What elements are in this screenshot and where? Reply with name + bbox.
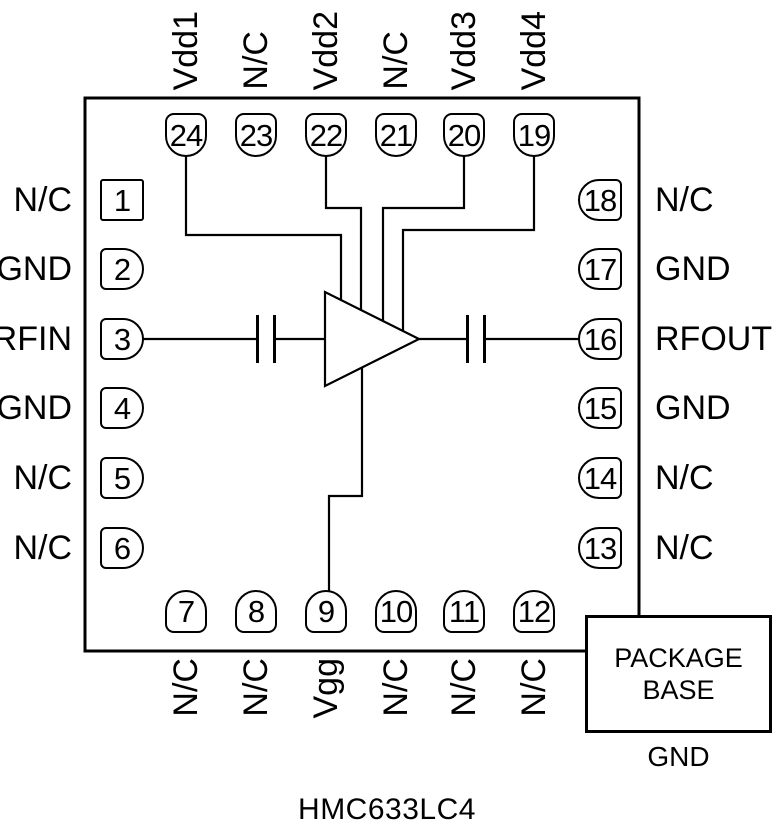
pin-8: 8: [235, 590, 277, 633]
package-base-box: PACKAGE BASE: [585, 615, 772, 733]
package-base-label-line2: BASE: [642, 675, 715, 705]
pin-18-label: N/C: [655, 181, 714, 219]
pin-15-label: GND: [655, 389, 731, 427]
pin-6-number: 6: [113, 530, 131, 566]
pin-14-label: N/C: [655, 459, 714, 497]
vdd2-wire: [324, 156, 363, 318]
pin-24: 24: [165, 113, 207, 157]
pin-19-label: Vdd4: [515, 10, 553, 90]
amplifier-icon: [323, 290, 422, 388]
pin-3: 3: [100, 318, 144, 360]
pin-1-number: 1: [113, 182, 131, 218]
pin-13-number: 13: [583, 530, 617, 566]
pin-16-number: 16: [583, 321, 617, 357]
pin-5: 5: [100, 457, 144, 499]
pin-10-number: 10: [379, 594, 413, 629]
pin-13-label: N/C: [655, 529, 714, 567]
pin-22-number: 22: [309, 117, 343, 153]
pin-23-number: 23: [239, 117, 273, 153]
pin-7-number: 7: [177, 594, 195, 629]
pin-6-label: N/C: [13, 529, 72, 567]
pin-18-number: 18: [583, 182, 617, 218]
pin-9-label: Vgg: [307, 658, 345, 719]
pin-21-label: N/C: [377, 31, 415, 90]
pin-21-number: 21: [379, 117, 413, 153]
pin-20-number: 20: [447, 117, 481, 153]
pin-11-label: N/C: [445, 658, 483, 717]
vdd3-wire: [381, 156, 466, 328]
pin-22-label: Vdd2: [307, 10, 345, 90]
pin-3-label: RFIN: [0, 320, 72, 358]
pin-4-label: GND: [0, 389, 72, 427]
pin-15: 15: [578, 387, 622, 429]
pin-12-label: N/C: [515, 658, 553, 717]
pin-10: 10: [375, 590, 417, 633]
pin-17-number: 17: [583, 251, 617, 287]
pin-17-label: GND: [655, 250, 731, 288]
pin-4-number: 4: [113, 390, 131, 426]
vdd4-wire: [401, 156, 536, 338]
pin-11-number: 11: [448, 594, 480, 629]
pin-15-number: 15: [583, 390, 617, 426]
vgg-wire: [327, 360, 364, 591]
pin-5-number: 5: [113, 460, 131, 496]
pin-14-number: 14: [583, 460, 617, 496]
package-base-gnd-label: GND: [647, 741, 710, 772]
pin-22: 22: [305, 113, 347, 157]
vdd1-wire: [184, 156, 343, 306]
output-capacitor-icon: [466, 315, 486, 363]
pin-17: 17: [578, 248, 622, 290]
diagram-title: HMC633LC4: [298, 793, 476, 826]
pin-4: 4: [100, 387, 144, 429]
pin-11: 11: [443, 590, 485, 633]
pin-24-number: 24: [169, 117, 203, 153]
pin-19-number: 19: [517, 117, 551, 153]
pin-9-number: 9: [317, 594, 335, 629]
pin-19: 19: [513, 113, 555, 157]
pin-5-label: N/C: [13, 459, 72, 497]
pin-16: 16: [578, 318, 622, 360]
pin-23-label: N/C: [237, 31, 275, 90]
pin-2-label: GND: [0, 250, 72, 288]
pin-21: 21: [375, 113, 417, 157]
pin-1: 1: [100, 179, 144, 221]
pin-8-number: 8: [247, 594, 265, 629]
pin-20: 20: [443, 113, 485, 157]
pin-16-label: RFOUT: [655, 320, 773, 358]
pin-7: 7: [165, 590, 207, 633]
pin-6: 6: [100, 527, 144, 569]
pin-7-label: N/C: [167, 658, 205, 717]
pin-13: 13: [578, 527, 622, 569]
pin-2-number: 2: [113, 251, 131, 287]
pin-14: 14: [578, 457, 622, 499]
pin-20-label: Vdd3: [445, 10, 483, 90]
pin-18: 18: [578, 179, 622, 221]
pin-12: 12: [513, 590, 555, 633]
pin-23: 23: [235, 113, 277, 157]
pin-12-number: 12: [517, 594, 551, 629]
pin-10-label: N/C: [377, 658, 415, 717]
pin-3-number: 3: [113, 321, 131, 357]
pin-1-label: N/C: [13, 181, 72, 219]
package-base-label-line1: PACKAGE: [614, 643, 743, 673]
pin-8-label: N/C: [237, 658, 275, 717]
pin-2: 2: [100, 248, 144, 290]
input-capacitor-icon: [256, 315, 276, 363]
pin-24-label: Vdd1: [167, 10, 205, 90]
pin-9: 9: [305, 590, 347, 633]
